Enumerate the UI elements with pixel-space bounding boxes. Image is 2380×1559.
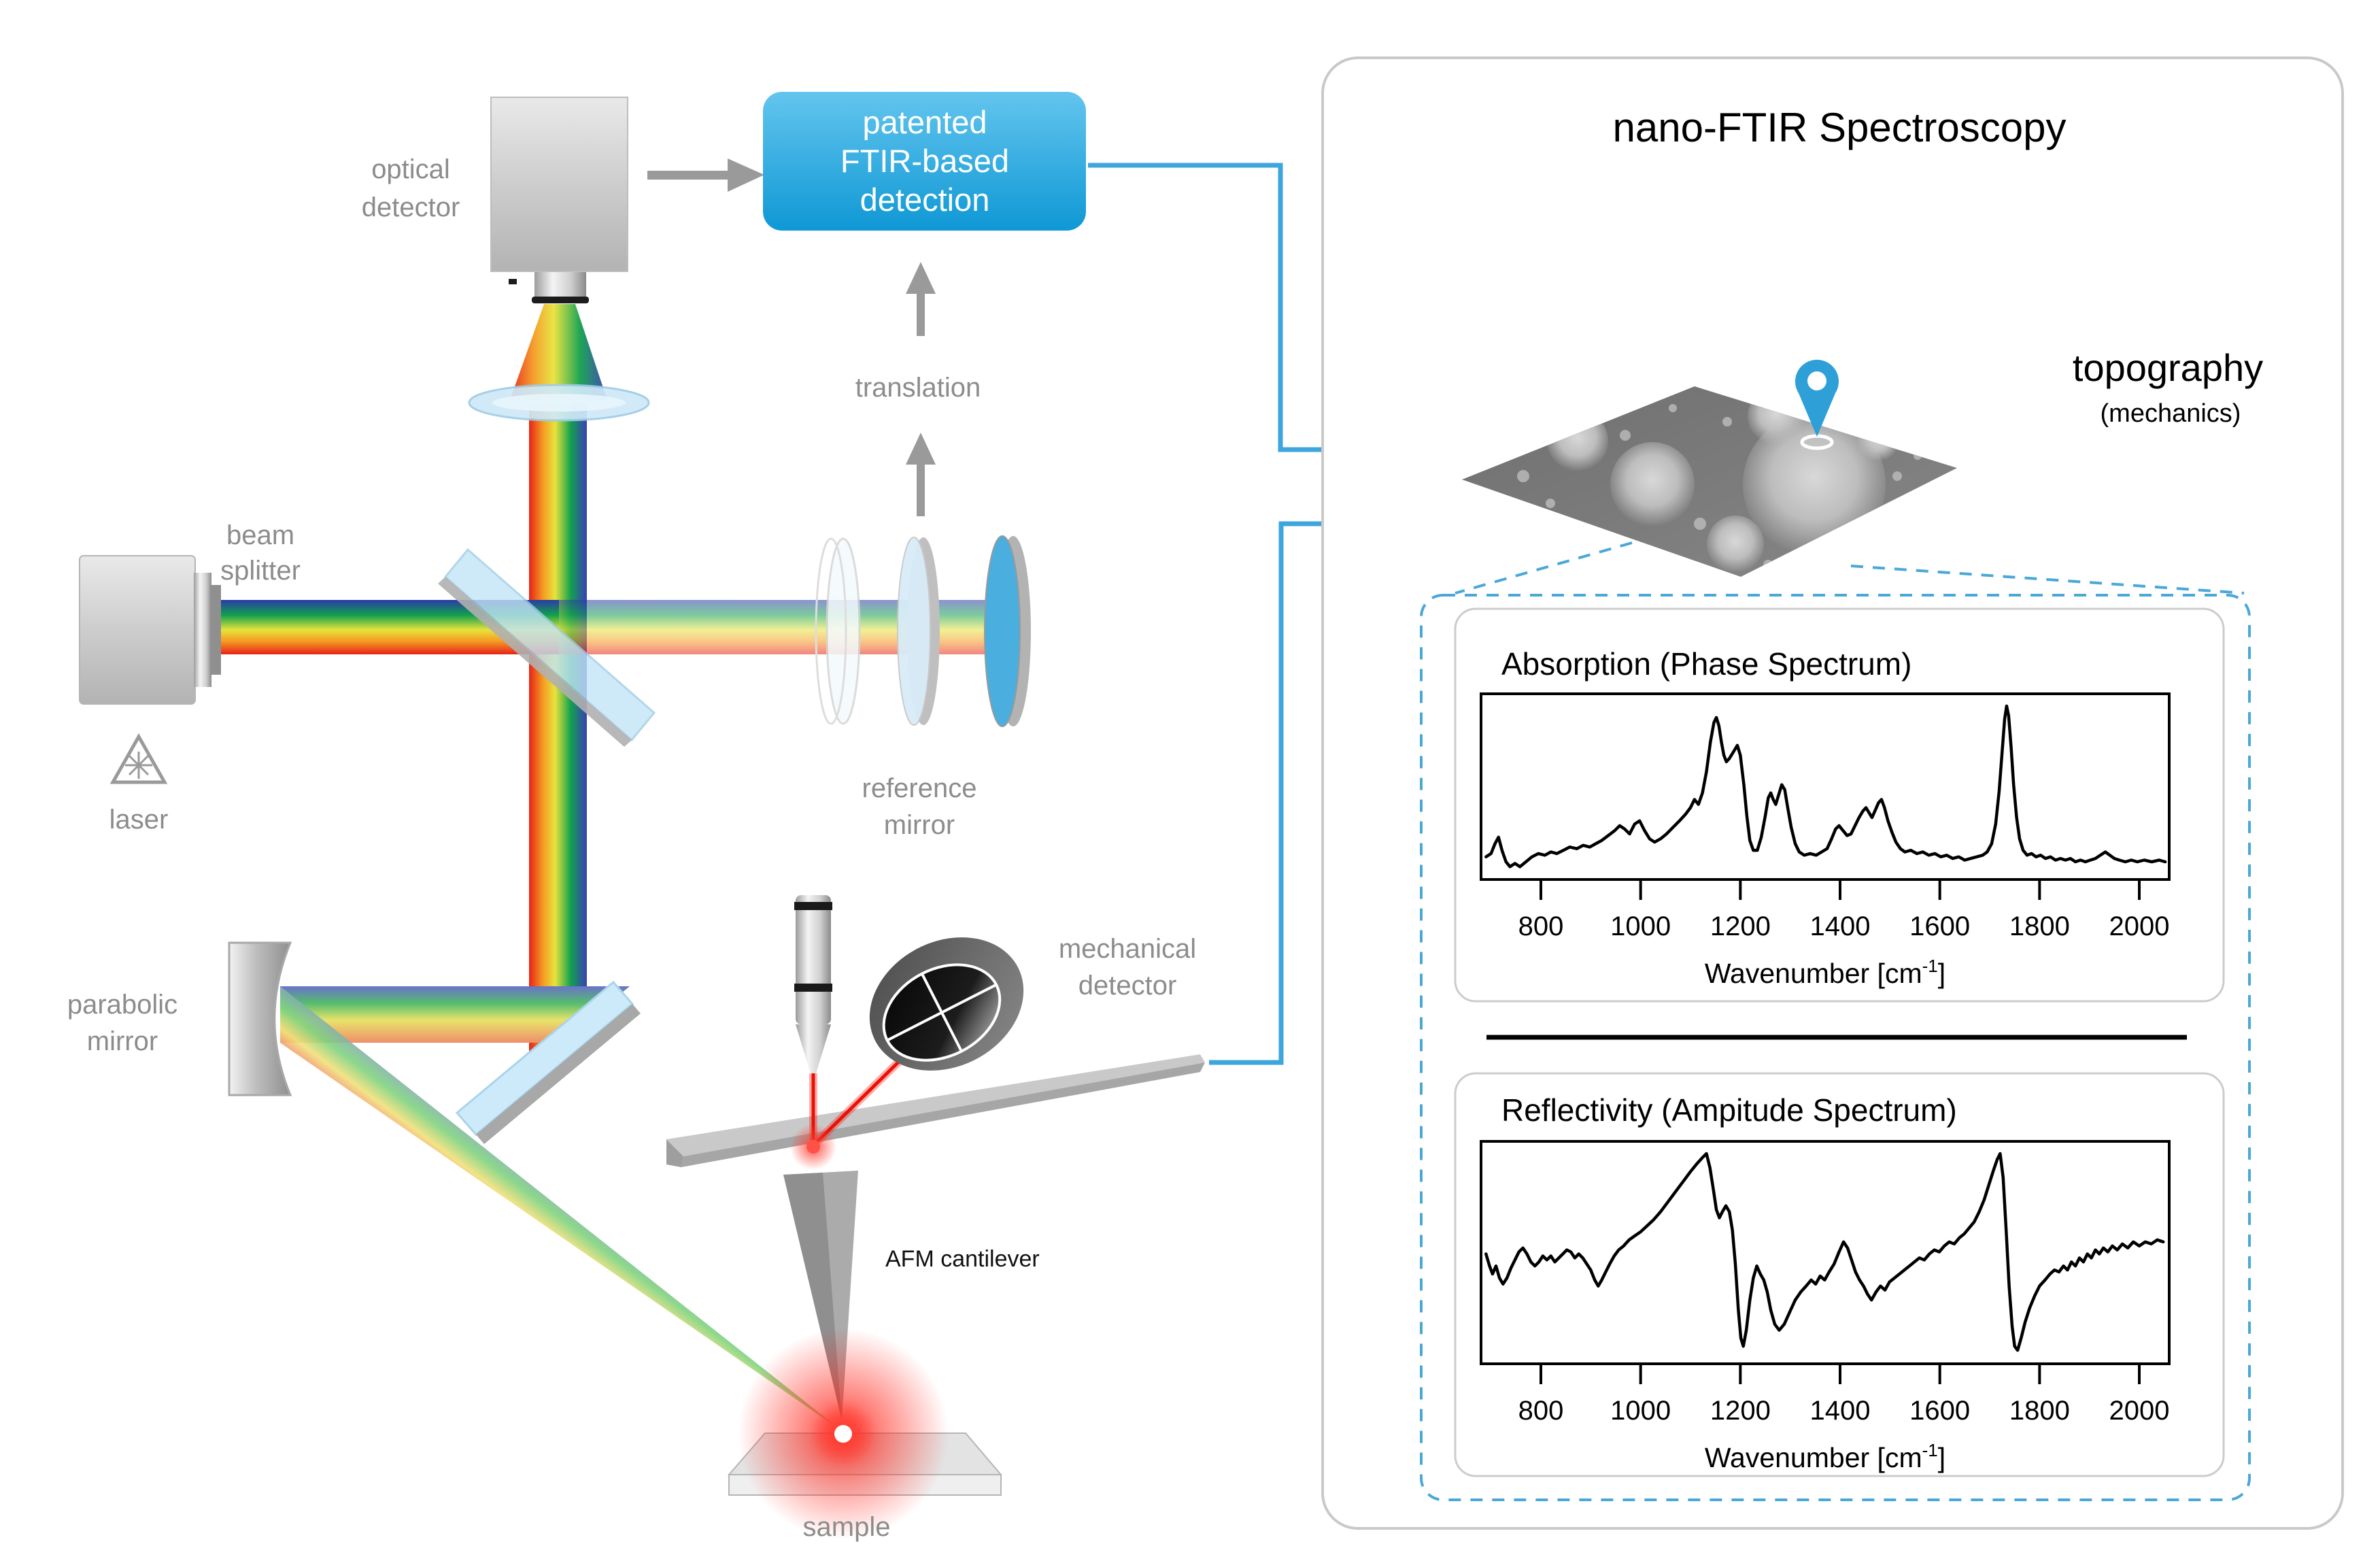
detection-box: patented FTIR-based detection [763, 92, 1086, 231]
x-axis-tick-label: 1000 [1610, 1396, 1671, 1426]
svg-text:detection: detection [860, 182, 990, 218]
topography-label: topography [2073, 346, 2263, 389]
x-axis-tick-label: 2000 [2109, 1396, 2170, 1426]
focusing-lens [468, 384, 650, 422]
svg-text:detector: detector [362, 192, 460, 222]
reflectivity-title: Reflectivity (Ampitude Spectrum) [1501, 1092, 1957, 1128]
x-axis-tick-label: 1600 [1909, 911, 1970, 941]
spectra-dashed-box [1420, 594, 2251, 1501]
svg-text:optical: optical [371, 154, 450, 184]
x-axis-tick-label: 1200 [1710, 911, 1771, 941]
svg-text:parabolic: parabolic [67, 990, 177, 1020]
beam-paths [216, 304, 1000, 1432]
x-axis-tick-label: 1000 [1610, 911, 1671, 941]
flat-mirror [455, 980, 641, 1144]
x-axis-tick-label: 1800 [2009, 911, 2070, 941]
beam-cone-detector [510, 304, 607, 400]
mechanical-detector [869, 937, 1024, 1071]
translation-arrows [906, 262, 936, 516]
reference-mirror [815, 535, 1031, 727]
sample [727, 1328, 1003, 1539]
absorption-curve [1484, 704, 2167, 869]
svg-text:mechanical: mechanical [1059, 934, 1196, 964]
x-axis-tick-label: 1400 [1810, 911, 1871, 941]
cantilever-arm-edge [681, 1062, 1205, 1167]
svg-text:detector: detector [1078, 971, 1177, 1001]
optical-detector [490, 97, 628, 303]
reflectivity-curve [1484, 1152, 2165, 1352]
absorption-panel: Absorption (Phase Spectrum) 800 1000 1200 1… [1454, 607, 2225, 1003]
beam-splitter-label: beam splitter [220, 520, 301, 586]
x-axis-tick-label: 1800 [2009, 1396, 2070, 1426]
beam-splitter [438, 548, 656, 747]
svg-text:reference: reference [862, 773, 977, 803]
x-axis-tick-label: 800 [1518, 1396, 1564, 1426]
x-axis-tick-label: 800 [1518, 911, 1564, 941]
laser-label: laser [109, 805, 169, 835]
svg-text:mirror: mirror [87, 1026, 158, 1056]
location-pin-icon [1795, 359, 1839, 450]
absorption-title: Absorption (Phase Spectrum) [1501, 646, 1911, 682]
mechanics-label: (mechanics) [2101, 399, 2241, 428]
beam-focused [280, 986, 843, 1432]
x-axis-tick-label: 1200 [1710, 1396, 1771, 1426]
reflectivity-panel: Reflectivity (Ampitude Spectrum) 800 1000… [1454, 1072, 2225, 1477]
x-axis-label: Wavenumber [cm-1] [1705, 956, 1945, 989]
beam-mirror-arm [280, 986, 630, 1043]
x-axis-tick-label: 1400 [1810, 1396, 1871, 1426]
arrow-detector-to-box [647, 158, 764, 192]
x-axis-tick-label: 1600 [1909, 1396, 1970, 1426]
afm-laser-diode [794, 895, 832, 1073]
zoom-links [1420, 541, 2251, 1501]
svg-text:patented: patented [863, 104, 987, 140]
beam-vertical [529, 403, 587, 1070]
svg-text:splitter: splitter [220, 556, 301, 586]
svg-text:beam: beam [226, 520, 294, 550]
reference-mirror-label: reference mirror [862, 773, 977, 840]
parabolic-mirror [228, 941, 292, 1096]
svg-text:FTIR-based: FTIR-based [840, 143, 1009, 179]
afm-cantilever-label: AFM cantilever [885, 1246, 1040, 1272]
sample-label: sample [803, 1512, 891, 1542]
x-axis-label: Wavenumber [cm-1] [1705, 1440, 1945, 1473]
laser-warning-icon [109, 733, 168, 784]
mechanical-detector-label: mechanical detector [1059, 934, 1196, 1001]
panel-title: nano-FTIR Spectroscopy [1613, 105, 2067, 150]
translation-label: translation [855, 373, 981, 403]
laser-device [79, 555, 221, 705]
optical-detector-label: optical detector [362, 154, 460, 222]
topography-image [1462, 359, 1957, 577]
x-axis-tick-label: 2000 [2109, 911, 2170, 941]
svg-text:mirror: mirror [884, 810, 955, 840]
parabolic-mirror-label: parabolic mirror [67, 990, 177, 1056]
cantilever-arm-left [666, 1139, 683, 1167]
